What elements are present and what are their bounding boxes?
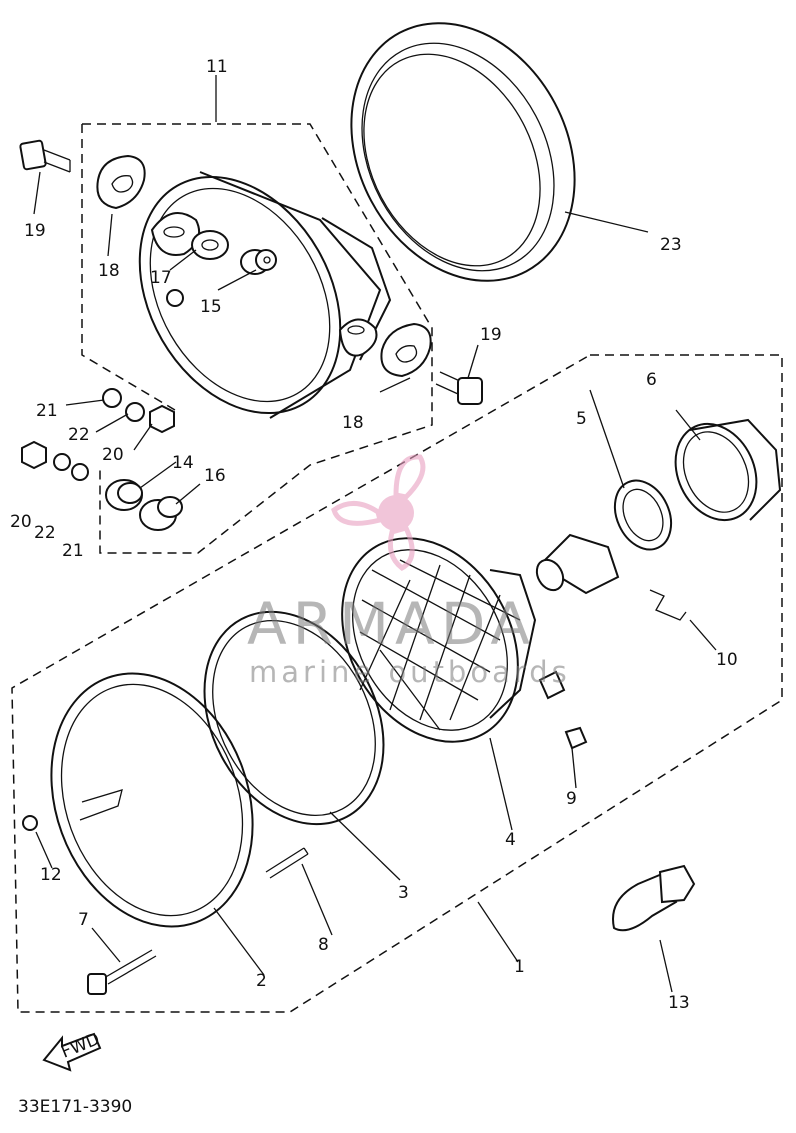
nut-20-lower [21, 440, 47, 470]
callout-15: 15 [200, 297, 222, 317]
adjuster-screw-8 [265, 847, 309, 879]
rim-ring [350, 22, 576, 282]
callout-21-lower: 21 [62, 541, 84, 561]
callout-23: 23 [660, 235, 682, 255]
plate-18-right [380, 322, 432, 378]
headlight-case [138, 171, 392, 419]
bolt-19-left [19, 139, 71, 173]
screw-11 [22, 815, 38, 831]
callout-19-left: 19 [24, 221, 46, 241]
callout-9: 9 [566, 789, 577, 809]
callout-5: 5 [576, 409, 587, 429]
callout-3: 3 [398, 883, 409, 903]
bulb-holder-5 [613, 479, 673, 551]
lockwasher-22-upper [125, 402, 145, 422]
screw-7 [87, 949, 157, 995]
callout-16: 16 [204, 466, 226, 486]
nut-20-upper [149, 404, 175, 434]
seal-ring-3 [203, 610, 385, 826]
callout-2: 2 [256, 971, 267, 991]
lockwasher-22-lower [53, 453, 71, 471]
watermark-tagline: marine outboards [249, 655, 571, 689]
callout-21-upper: 21 [36, 401, 58, 421]
watermark-logo [331, 454, 426, 571]
grommet-17 [191, 230, 229, 260]
callout-14: 14 [172, 453, 194, 473]
callout-12: 13 [668, 993, 690, 1013]
document-code: 33E171-3390 [18, 1097, 132, 1117]
clip-9 [564, 726, 588, 750]
case-group-boundary [81, 123, 433, 554]
callout-20-upper: 20 [102, 445, 124, 465]
callout-18-left: 18 [98, 261, 120, 281]
socket-cover-6 [674, 418, 782, 522]
callout-10: 10 [716, 650, 738, 670]
washer-21-upper [102, 388, 122, 408]
callout-19-right: 19 [480, 325, 502, 345]
washer-21-lower [71, 463, 89, 481]
callout-6: 6 [646, 370, 657, 390]
callout-8: 8 [318, 935, 329, 955]
spring-10 [649, 589, 687, 621]
fwd-label: FWD [58, 1029, 102, 1062]
callout-17: 17 [150, 268, 172, 288]
fwd-arrow-icon: FWD [42, 1029, 103, 1072]
grommet-14 [105, 479, 143, 511]
callout-18-right: 18 [342, 413, 364, 433]
grommet-16 [139, 496, 183, 531]
bulb-mounted [535, 533, 620, 595]
callout-7: 7 [78, 910, 89, 930]
grommet-15 [240, 249, 277, 275]
callout-4: 4 [505, 830, 516, 850]
callout-13: 11 [206, 57, 228, 77]
plate-18-left [96, 154, 146, 210]
callout-20-lower: 20 [10, 512, 32, 532]
bezel-rim-2 [50, 672, 254, 928]
callout-1: 1 [514, 957, 525, 977]
callout-11: 12 [40, 865, 62, 885]
callout-22-upper: 22 [68, 425, 90, 445]
leader-lines [33, 75, 717, 993]
watermark-brand: ARMADA [247, 590, 536, 658]
bolt-19-right [435, 371, 483, 405]
callout-22-lower: 22 [34, 523, 56, 543]
unit-group-boundary [11, 354, 783, 1013]
bulb-12 [612, 864, 696, 932]
lens-unit-4 [341, 537, 537, 743]
